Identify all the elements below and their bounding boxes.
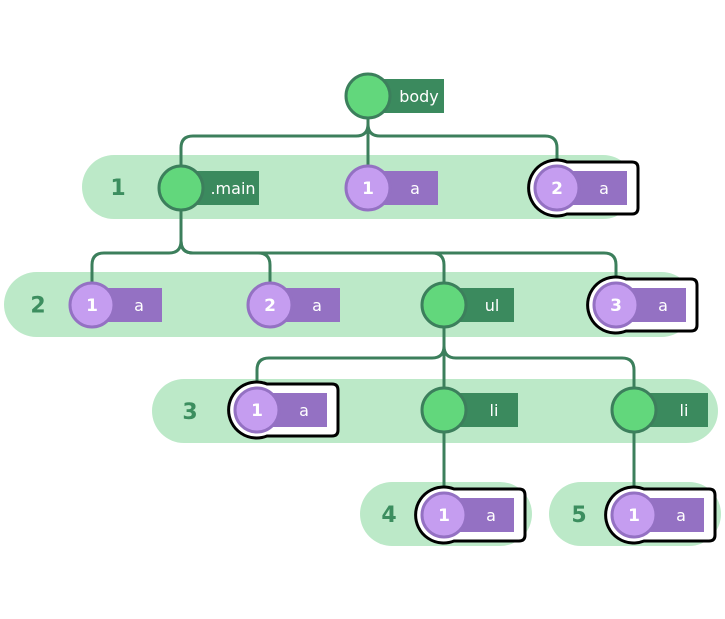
row-number: 5 — [571, 503, 586, 528]
element-circle — [344, 72, 392, 120]
index-number: 2 — [551, 179, 563, 199]
index-number: 3 — [610, 296, 622, 316]
row-number: 1 — [110, 176, 125, 201]
element-node-li1: li — [420, 386, 518, 434]
edge-main-a_r2_3 — [179, 188, 618, 305]
element-node-main: .main — [157, 164, 259, 212]
index-tag-label: a — [676, 506, 686, 525]
index-tag-label: a — [599, 179, 609, 198]
index-tag-label: a — [299, 401, 309, 420]
element-label: ul — [485, 296, 500, 315]
index-number: 1 — [362, 179, 374, 199]
index-circle — [246, 281, 294, 329]
index-tag-label: a — [658, 296, 668, 315]
index-tag-label: a — [486, 506, 496, 525]
index-number: 1 — [438, 506, 450, 526]
element-label-box — [458, 393, 518, 427]
element-circle — [610, 386, 658, 434]
element-node-li2: li — [610, 386, 708, 434]
index-number: 1 — [86, 296, 98, 316]
element-label: li — [680, 401, 689, 420]
element-label: body — [399, 87, 439, 106]
index-circle — [233, 386, 281, 434]
index-node-a_r2_1: a1 — [68, 281, 162, 329]
edge-ul-li2 — [442, 305, 636, 410]
element-node-ul: ul — [420, 281, 514, 329]
index-node-a_r2_2: a2 — [246, 281, 340, 329]
tree-edges — [90, 96, 636, 515]
row-band-bg — [4, 272, 694, 337]
index-circle — [68, 281, 116, 329]
index-tag-label: a — [134, 296, 144, 315]
index-circle — [592, 281, 640, 329]
index-tag-label: a — [410, 179, 420, 198]
index-circle — [344, 164, 392, 212]
element-circle — [420, 281, 468, 329]
element-label-box — [382, 79, 444, 113]
index-node-a_r3_1: a1 — [227, 380, 340, 440]
index-number: 2 — [264, 296, 276, 316]
element-node-body: body — [344, 72, 444, 120]
index-circle — [533, 164, 581, 212]
index-circle — [420, 491, 468, 539]
index-node-a_r2_3: a3 — [586, 275, 699, 335]
element-label-box — [648, 393, 708, 427]
element-label-box — [195, 171, 259, 205]
index-node-a_r1_2: a2 — [527, 158, 640, 218]
element-label: li — [490, 401, 499, 420]
index-node-a_r1_1: a1 — [344, 164, 438, 212]
index-node-a_r5_1: a1 — [604, 485, 717, 545]
element-label: .main — [210, 179, 255, 198]
row-number: 3 — [182, 400, 197, 425]
index-tag-label: a — [312, 296, 322, 315]
index-number: 1 — [628, 506, 640, 526]
index-circle — [610, 491, 658, 539]
edge-body-a_r1_2 — [366, 96, 559, 188]
index-number: 1 — [251, 401, 263, 421]
row-number: 4 — [381, 503, 396, 528]
row-number: 2 — [30, 294, 45, 319]
index-node-a_r4_1: a1 — [414, 485, 527, 545]
element-circle — [157, 164, 205, 212]
row-band-2: 2 — [4, 272, 694, 337]
element-circle — [420, 386, 468, 434]
